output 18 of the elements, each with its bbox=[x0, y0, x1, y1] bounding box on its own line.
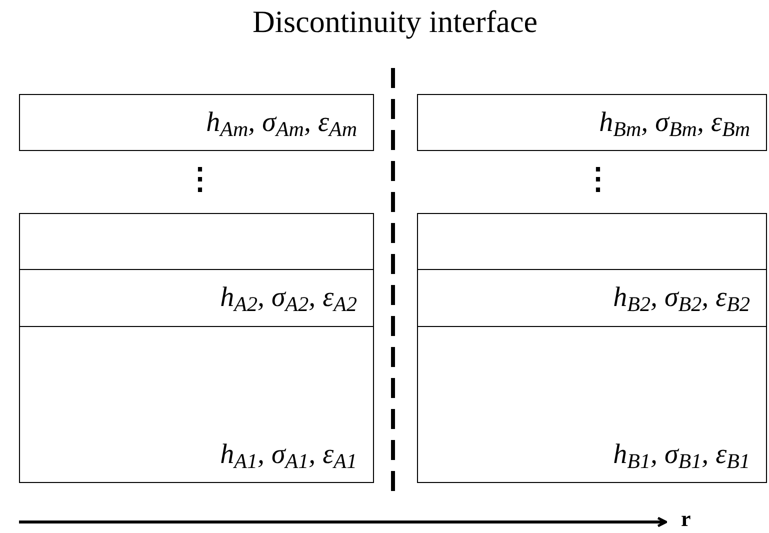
title: Discontinuity interface bbox=[252, 3, 538, 41]
layer-properties: h$_{Am}$, σ$_{Am}$, ε$_{Am}$ bbox=[206, 106, 357, 140]
layer-box bbox=[19, 269, 374, 327]
axis-label: r bbox=[681, 506, 691, 532]
vertical-ellipsis: ⋮ bbox=[583, 162, 613, 198]
layer-box bbox=[19, 326, 374, 483]
layer-box bbox=[19, 94, 374, 151]
layer-properties: h$_{B1}$, σ$_{B1}$, ε$_{B1}$ bbox=[613, 438, 750, 472]
layer-properties: h$_{B2}$, σ$_{B2}$, ε$_{B2}$ bbox=[613, 281, 750, 315]
layer-box bbox=[417, 94, 767, 151]
layer-properties: h$_{A2}$, σ$_{A2}$, ε$_{A2}$ bbox=[220, 281, 357, 315]
layer-box bbox=[417, 326, 767, 483]
layer-box bbox=[417, 269, 767, 327]
layer-properties: h$_{A1}$, σ$_{A1}$, ε$_{A1}$ bbox=[220, 438, 357, 472]
layer-properties: h$_{Bm}$, σ$_{Bm}$, ε$_{Bm}$ bbox=[599, 106, 750, 140]
empty-layer-box bbox=[19, 213, 374, 270]
empty-layer-box bbox=[417, 213, 767, 270]
vertical-ellipsis: ⋮ bbox=[185, 162, 215, 198]
